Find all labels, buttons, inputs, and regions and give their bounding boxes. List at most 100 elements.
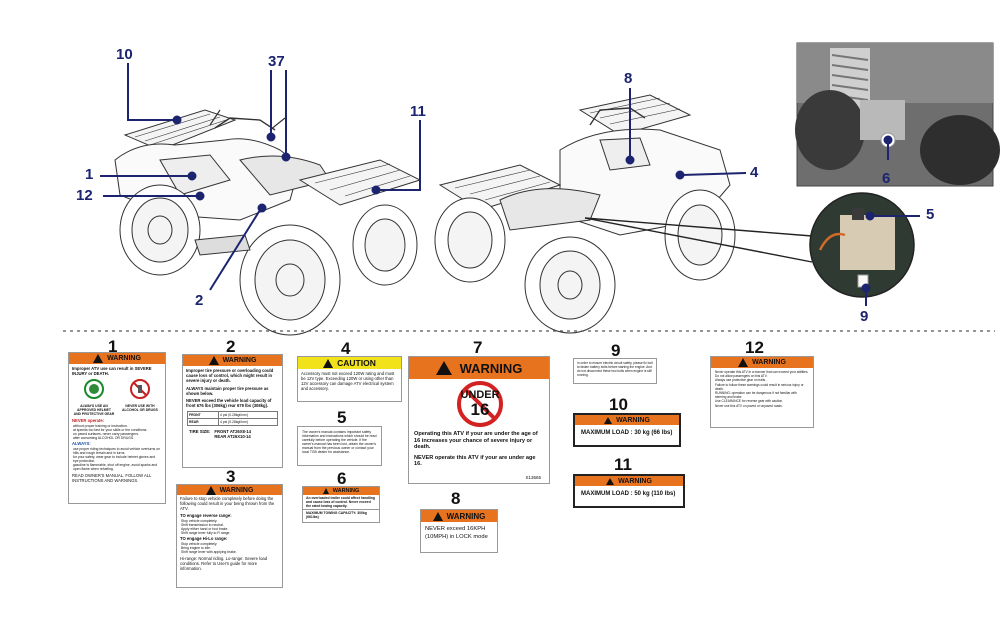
warning-triangle-icon [738, 358, 749, 367]
label-number-4: 4 [341, 339, 351, 358]
label-3-rev-title: TO engage reverse range: [180, 513, 232, 518]
warning-triangle-icon [93, 354, 104, 363]
label-7-p2: NEVER operate this ATV if your are under… [414, 454, 536, 468]
label-3-header: WARNING [219, 486, 254, 494]
label-3-footer: Hi-range: Normal riding. Lo-range: Sever… [180, 556, 268, 571]
label-3-rev-item: Stop vehicle completely. [181, 519, 218, 523]
atv-right-drawing [434, 94, 736, 334]
label-2-header: WARNING [222, 357, 257, 364]
warning-triangle-icon [604, 416, 613, 424]
label-6-header: WARNING [332, 488, 360, 494]
label-3-rev-item: Shift transmission to neutral. [181, 523, 224, 527]
tire-row-rear: REAR [189, 420, 199, 424]
label-3-hilo-item: Bring engine to idle. [181, 546, 211, 550]
label-3-p1: Failure to stop vehicle completely befor… [180, 496, 275, 511]
under-16-badge-num: 16 [470, 400, 490, 419]
helmet-approved-icon [84, 379, 104, 399]
tire-pressure-table: FRONT 4 psi (0.28kgf/cm²) REAR 4 psi (0.… [187, 411, 278, 426]
label-number-3: 3 [226, 467, 236, 486]
label-1-always-item: for your safety, wear gear to include he… [73, 455, 156, 463]
under-16-prohibition-icon [457, 381, 503, 427]
notice-label-5: The owner's manual contains important sa… [297, 426, 382, 466]
label-6-footer: MAXIMUM TOWING CAPACITY: 300kg (661lbs) [303, 509, 379, 520]
label-3-hilo-title: TO engage Hi-Lo range: [180, 536, 228, 541]
label-1-never-title: NEVER operate: [72, 418, 105, 423]
label-number-9: 9 [611, 341, 621, 360]
label-12-item: Do not allow passengers on this ATV. [715, 374, 768, 379]
label-9-text: In order to ensure electric circuit safe… [577, 361, 653, 377]
label-12-item: Always use protective gear on trails. [715, 378, 767, 383]
label-1-footer: READ OWNER'S MANUAL. FOLLOW ALL INSTRUCT… [72, 473, 152, 483]
label-12-item: Never operate this ATV in a manner that … [715, 370, 809, 374]
callout-4: 4 [750, 164, 759, 181]
warning-triangle-icon [432, 511, 443, 521]
label-2-p1: Improper tire pressure or overloading co… [186, 368, 274, 383]
label-8-header: WARNING [446, 511, 486, 521]
label-12-item: Use CLEARANCE for reverse gear with caut… [715, 399, 784, 404]
label-12-item: RUNNING: operation can be dangerous if n… [715, 391, 797, 400]
label-1-icon-left-caption: ALWAYS USE AN APPROVED HELMET AND PROTEC… [73, 404, 115, 416]
label-7-code: S13665 [525, 475, 541, 480]
label-4-header: CAUTION [337, 358, 376, 368]
callout-12: 12 [76, 187, 93, 204]
callout-1: 1 [85, 166, 94, 183]
label-number-7: 7 [473, 338, 483, 357]
callout-37: 37 [268, 53, 285, 70]
tire-value-rear: 4 psi (0.28kgf/cm²) [218, 419, 249, 425]
warning-triangle-icon [435, 361, 452, 375]
label-1-always-item: use proper riding techniques to avoid ve… [73, 447, 160, 455]
warning-triangle-icon [205, 485, 216, 495]
caution-triangle-icon [323, 358, 334, 368]
label-1-never-item: after consuming ALCOHOL OR DRUGS. [73, 436, 135, 440]
label-8-line2: (10MPH) in LOCK mode [425, 534, 488, 540]
label-number-12: 12 [745, 338, 764, 357]
label-10-header: WARNING [616, 416, 650, 424]
inset-detail-photo [584, 192, 915, 298]
callout-6: 6 [882, 170, 891, 187]
warning-label-10: WARNING MAXIMUM LOAD : 30 kg (66 lbs) [573, 413, 681, 447]
label-1-always-item: gasoline is flammable, shut off engine, … [73, 463, 158, 471]
label-1-header: WARNING [107, 355, 141, 362]
label-11-header: WARNING [618, 477, 652, 485]
no-alcohol-icon [130, 379, 150, 399]
notice-label-9: In order to ensure electric circuit safe… [573, 358, 657, 384]
label-12-item: Never use this ATV on paved or unpaved r… [715, 403, 783, 408]
warning-label-3: WARNING Failure to stop vehicle complete… [176, 484, 283, 588]
label-3-hilo-item: Stop vehicle completely. [181, 542, 218, 546]
label-1-icon-right-caption: NEVER USE WITH ALCOHOL OR DRUGS [122, 404, 158, 412]
label-number-1: 1 [108, 337, 118, 356]
label-1-never-item: without proper training or instruction. [73, 424, 128, 428]
label-2-p2: ALWAYS maintain proper tire pressure as … [186, 386, 269, 396]
photo-rear-suspension [795, 42, 1000, 187]
label-number-8: 8 [451, 489, 461, 508]
warning-label-11: WARNING MAXIMUM LOAD : 50 kg (110 lbs) [573, 474, 685, 508]
warning-label-12: WARNING Never operate this ATV in a mann… [710, 356, 814, 428]
tire-value-front: 4 psi (0.28kgf/cm²) [218, 412, 249, 418]
callout-11: 11 [410, 103, 426, 120]
label-number-2: 2 [226, 337, 236, 356]
label-4-text: Accessory must not exceed 120W rating an… [301, 371, 395, 391]
label-2-tire-front: FRONT AT26X8-14 [214, 429, 251, 434]
warning-label-2: WARNING Improper tire pressure or overlo… [182, 354, 283, 468]
label-11-text: MAXIMUM LOAD : 50 kg (110 lbs) [581, 491, 676, 497]
label-number-6: 6 [337, 469, 347, 488]
label-8-line1: NEVER exceed 16KPH [425, 526, 486, 532]
label-1-intro: Improper ATV use can result in SEVERE IN… [72, 366, 152, 376]
label-6-text: An overloaded trailer could affect handl… [306, 496, 375, 508]
tire-row-front: FRONT [189, 413, 201, 417]
label-7-header: WARNING [459, 360, 523, 376]
label-3-rev-item: Shift range lever fully to R range. [181, 531, 231, 535]
under-16-badge-top: UNDER [460, 389, 500, 401]
label-3-rev-item: Apply either hand or foot brake. [181, 527, 229, 531]
callout-10: 10 [116, 46, 133, 63]
callout-8: 8 [624, 70, 633, 87]
atv-left-drawing [114, 109, 422, 336]
callout-2: 2 [195, 292, 204, 309]
label-number-10: 10 [609, 395, 628, 414]
label-1-never-item: on paved surfaces, never carry passenger… [73, 432, 139, 436]
label-3-hilo-item: Shift range lever with applying brake. [181, 550, 237, 554]
label-12-header: WARNING [752, 359, 786, 366]
callout-9: 9 [860, 308, 869, 325]
label-number-11: 11 [614, 455, 632, 474]
